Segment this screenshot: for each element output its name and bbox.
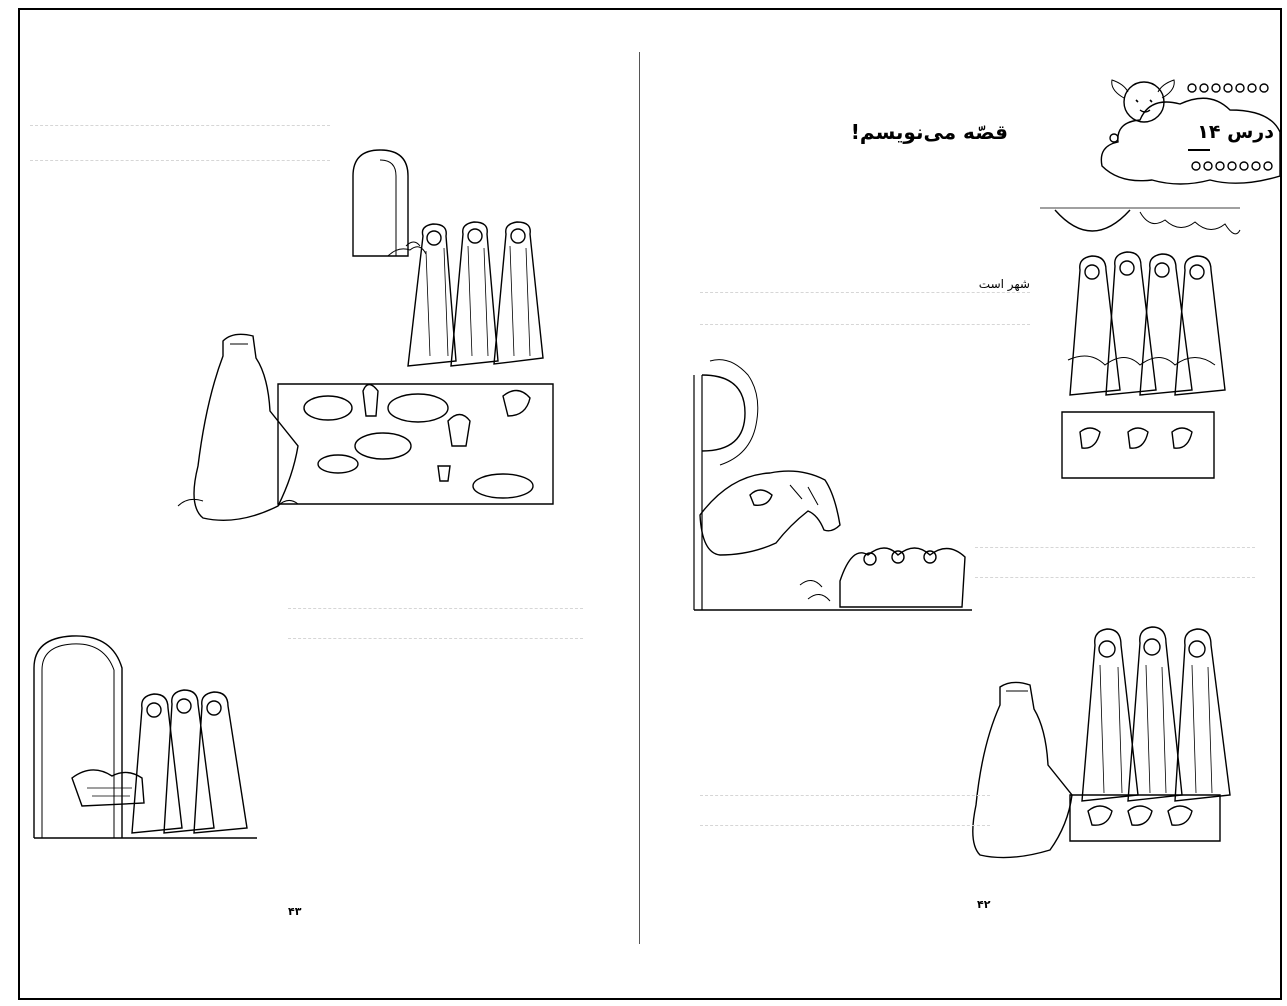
writing-line: [30, 160, 330, 161]
feast-illustration: [158, 146, 563, 521]
horse-riders-illustration: [690, 355, 972, 610]
writing-line: [30, 125, 330, 126]
page-number-left: ۴۳: [288, 905, 302, 918]
writing-line: [700, 795, 990, 796]
writing-line: [700, 324, 1030, 325]
writing-line: [975, 577, 1255, 578]
doorway-men-illustration: [32, 628, 257, 840]
lesson-label: درس ۱۴: [1197, 121, 1274, 143]
writing-line: [288, 638, 583, 639]
writing-line: [975, 547, 1255, 548]
lesson-badge: [1100, 76, 1282, 188]
writing-line: [700, 825, 990, 826]
book-spine: [639, 52, 640, 944]
workbook-spread: ۴۳ قصّه می‌نویسم! درس ۱۴: [18, 8, 1282, 1000]
story-prompt-word: شهر است: [978, 277, 1030, 291]
writing-line: [700, 292, 1030, 293]
seated-men-illustration: [1040, 200, 1242, 482]
page-number-right: ۴۲: [977, 898, 991, 911]
page-title: قصّه می‌نویسم!: [850, 120, 1008, 144]
standing-men-illustration: [960, 625, 1245, 862]
writing-line: [288, 608, 583, 609]
